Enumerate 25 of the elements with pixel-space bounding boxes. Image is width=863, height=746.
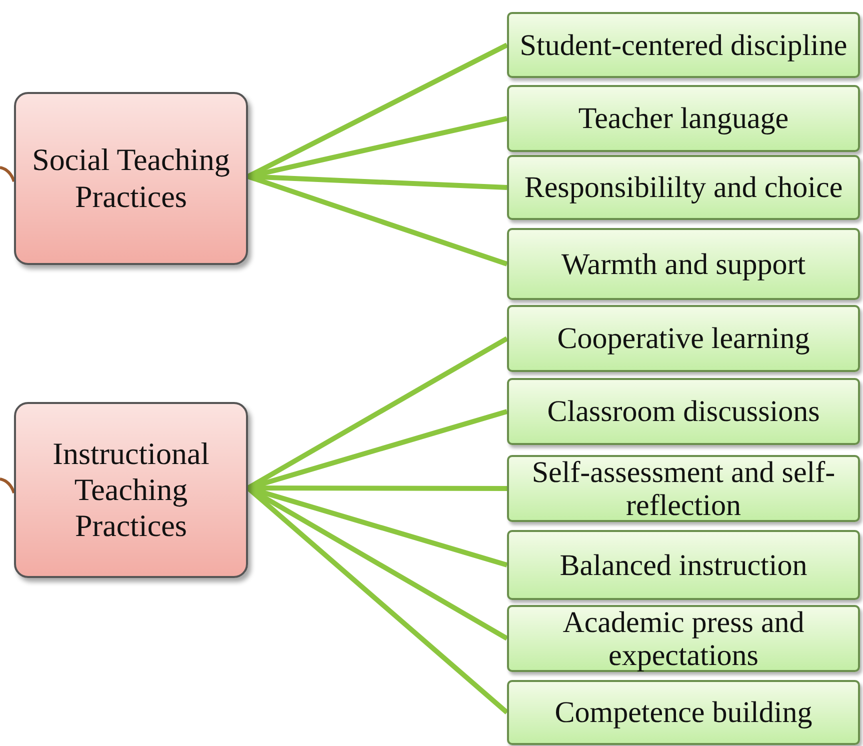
node-label: Academic press and expectations — [562, 606, 806, 672]
category-box — [14, 92, 248, 265]
node-label: Warmth and support — [561, 248, 806, 280]
connector-line — [0, 166, 16, 182]
node-label: Competence building — [554, 696, 812, 729]
practice-box — [507, 305, 860, 372]
node-label: Self-assessment and self-reflection — [530, 456, 836, 522]
node-label: Balanced instruction — [560, 548, 808, 582]
practice-box — [507, 605, 860, 672]
category-box — [14, 402, 248, 578]
node-label: Instructional Teaching Practices — [52, 436, 210, 544]
practice-box — [507, 155, 860, 220]
practice-box — [507, 530, 860, 600]
node-label: Student-centered discipline — [520, 28, 848, 62]
practice-box — [507, 378, 860, 445]
node-label: Classroom discussions — [547, 395, 820, 428]
node-label: Cooperative learning — [557, 322, 810, 355]
practice-box — [507, 680, 860, 745]
node-label: Responsibililty and choice — [524, 171, 843, 204]
practice-box — [507, 12, 860, 78]
practice-box — [507, 228, 860, 300]
node-label: Teacher language — [578, 102, 789, 135]
connector-line — [0, 478, 16, 494]
practice-box — [507, 85, 860, 152]
node-label: Social Teaching Practices — [31, 142, 231, 215]
